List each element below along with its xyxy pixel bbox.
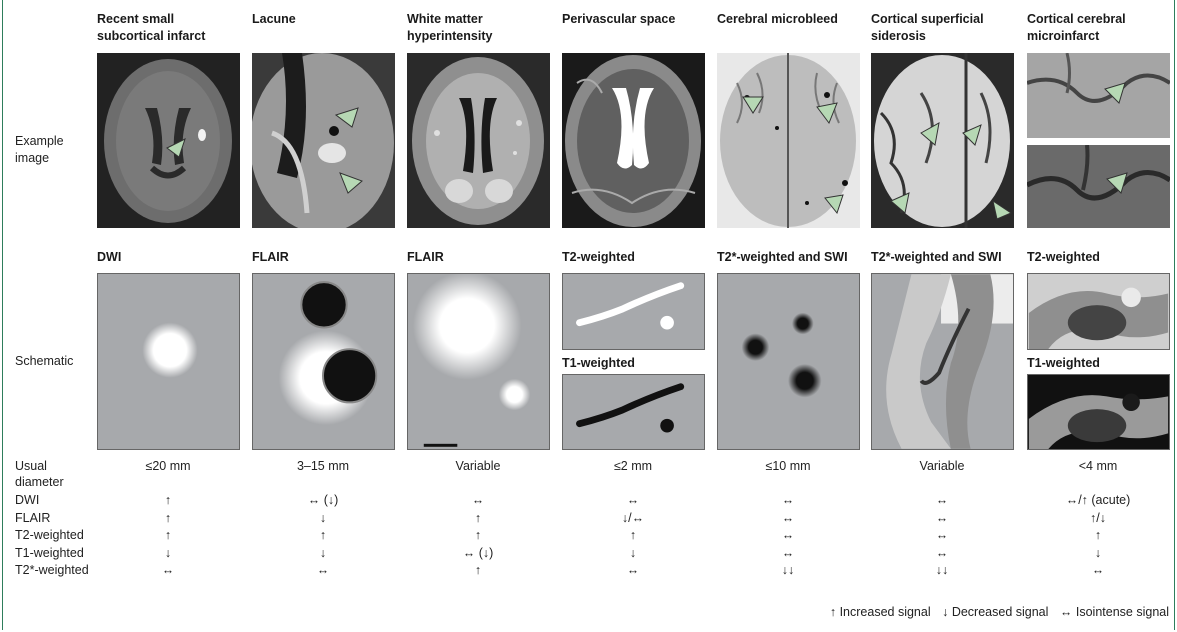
sequence-label-pvs-t1: T1-weighted [562,356,635,370]
example-image-microbleed [717,53,860,228]
row-label-t2: T2-weighted [15,528,84,542]
example-image-siderosis [871,53,1014,228]
signal-siderosis-t1: ↔ [935,546,949,560]
schematic-microinfarct-t1 [1027,374,1170,450]
column-title-microinfarct: Cortical cerebral microinfarct [1027,12,1126,43]
signal-lacune-t1: ↓ [319,546,327,560]
signal-wmh-t1: ↔ (↓) [462,546,494,560]
signal-microbleed-t2: ↔ [781,528,795,542]
signal-lacune-t2: ↑ [319,528,327,542]
signal-lacune-flair: ↓ [319,511,327,525]
signal-wmh-t2star: ↑ [474,563,482,577]
signal-microbleed-t2star: ↓↓ [781,563,795,577]
signal-wmh-flair: ↑ [474,511,482,525]
schematic-pvs-t1 [562,374,705,450]
signal-siderosis-t2: ↔ [935,528,949,542]
schematic-infarct [97,273,240,450]
signal-microinfarct-t2star: ↔ [1091,563,1105,577]
signal-pvs-t2star: ↔ [626,563,640,577]
diameter-pvs: ≤2 mm [613,459,653,473]
example-image-lacune [252,53,395,228]
row-label-schematic: Schematic [15,354,74,368]
signal-siderosis-dwi: ↔ [935,493,949,507]
signal-siderosis-flair: ↔ [935,511,949,525]
legend-isointense: ↔ Isointense signal [1059,605,1169,619]
diameter-microinfarct: <4 mm [1078,459,1118,473]
column-title-pvs: Perivascular space [562,12,676,26]
diameter-lacune: 3–15 mm [296,459,350,473]
signal-infarct-t2star: ↔ [161,563,175,577]
row-label-example: Example image [15,134,64,165]
signal-pvs-t1: ↓ [629,546,637,560]
row-label-diameter: Usual diameter [15,459,64,489]
schematic-siderosis [871,273,1014,450]
signal-infarct-flair: ↑ [164,511,172,525]
legend-decreased: ↓ Decreased signal [942,605,1049,619]
diameter-infarct: ≤20 mm [145,459,191,473]
schematic-wmh [407,273,550,450]
example-image-infarct [97,53,240,228]
signal-infarct-t2: ↑ [164,528,172,542]
signal-pvs-flair: ↓/↔ [621,511,645,525]
sequence-label-lacune: FLAIR [252,250,289,264]
signal-pvs-dwi: ↔ [626,493,640,507]
signal-infarct-t1: ↓ [164,546,172,560]
row-label-t2star: T2*-weighted [15,563,89,577]
example-image-pvs [562,53,705,228]
diameter-siderosis: Variable [919,459,965,473]
signal-microbleed-flair: ↔ [781,511,795,525]
schematic-lacune [252,273,395,450]
legend: ↑ Increased signal ↓ Decreased signal ↔ … [822,605,1169,619]
sequence-label-siderosis: T2*-weighted and SWI [871,250,1002,264]
signal-wmh-dwi: ↔ [471,493,485,507]
sequence-label-infarct: DWI [97,250,122,264]
schematic-microbleed [717,273,860,450]
example-image-wmh [407,53,550,228]
signal-lacune-t2star: ↔ [316,563,330,577]
signal-siderosis-t2star: ↓↓ [935,563,949,577]
signal-microinfarct-t1: ↓ [1094,546,1102,560]
row-label-dwi: DWI [15,493,40,507]
signal-microbleed-dwi: ↔ [781,493,795,507]
column-title-lacune: Lacune [252,12,296,26]
example-image-microinfarct-bottom [1027,145,1170,228]
row-label-t1: T1-weighted [15,546,84,560]
sequence-label-wmh: FLAIR [407,250,444,264]
schematic-pvs-t2 [562,273,705,350]
sequence-label-microbleed: T2*-weighted and SWI [717,250,848,264]
sequence-label-microinfarct: T2-weighted [1027,250,1100,264]
column-title-siderosis: Cortical superficial siderosis [871,12,984,43]
signal-microbleed-t1: ↔ [781,546,795,560]
row-label-flair: FLAIR [15,511,51,525]
signal-microinfarct-t2: ↑ [1094,528,1102,542]
column-title-microbleed: Cerebral microbleed [717,12,838,26]
signal-infarct-dwi: ↑ [164,493,172,507]
column-title-infarct: Recent small subcortical infarct [97,12,206,43]
signal-microinfarct-dwi: ↔/↑ (acute) [1065,493,1131,507]
schematic-microinfarct-t2 [1027,273,1170,350]
signal-lacune-dwi: ↔ (↓) [307,493,339,507]
signal-microinfarct-flair: ↑/↓ [1090,511,1106,525]
column-title-wmh: White matter hyperintensity [407,12,493,43]
sequence-label-microinfarct-t1: T1-weighted [1027,356,1100,370]
legend-increased: ↑ Increased signal [829,605,931,619]
diameter-wmh: Variable [455,459,501,473]
signal-pvs-t2: ↑ [629,528,637,542]
sequence-label-pvs: T2-weighted [562,250,635,264]
signal-wmh-t2: ↑ [474,528,482,542]
example-image-microinfarct-top [1027,53,1170,138]
diameter-microbleed: ≤10 mm [765,459,811,473]
